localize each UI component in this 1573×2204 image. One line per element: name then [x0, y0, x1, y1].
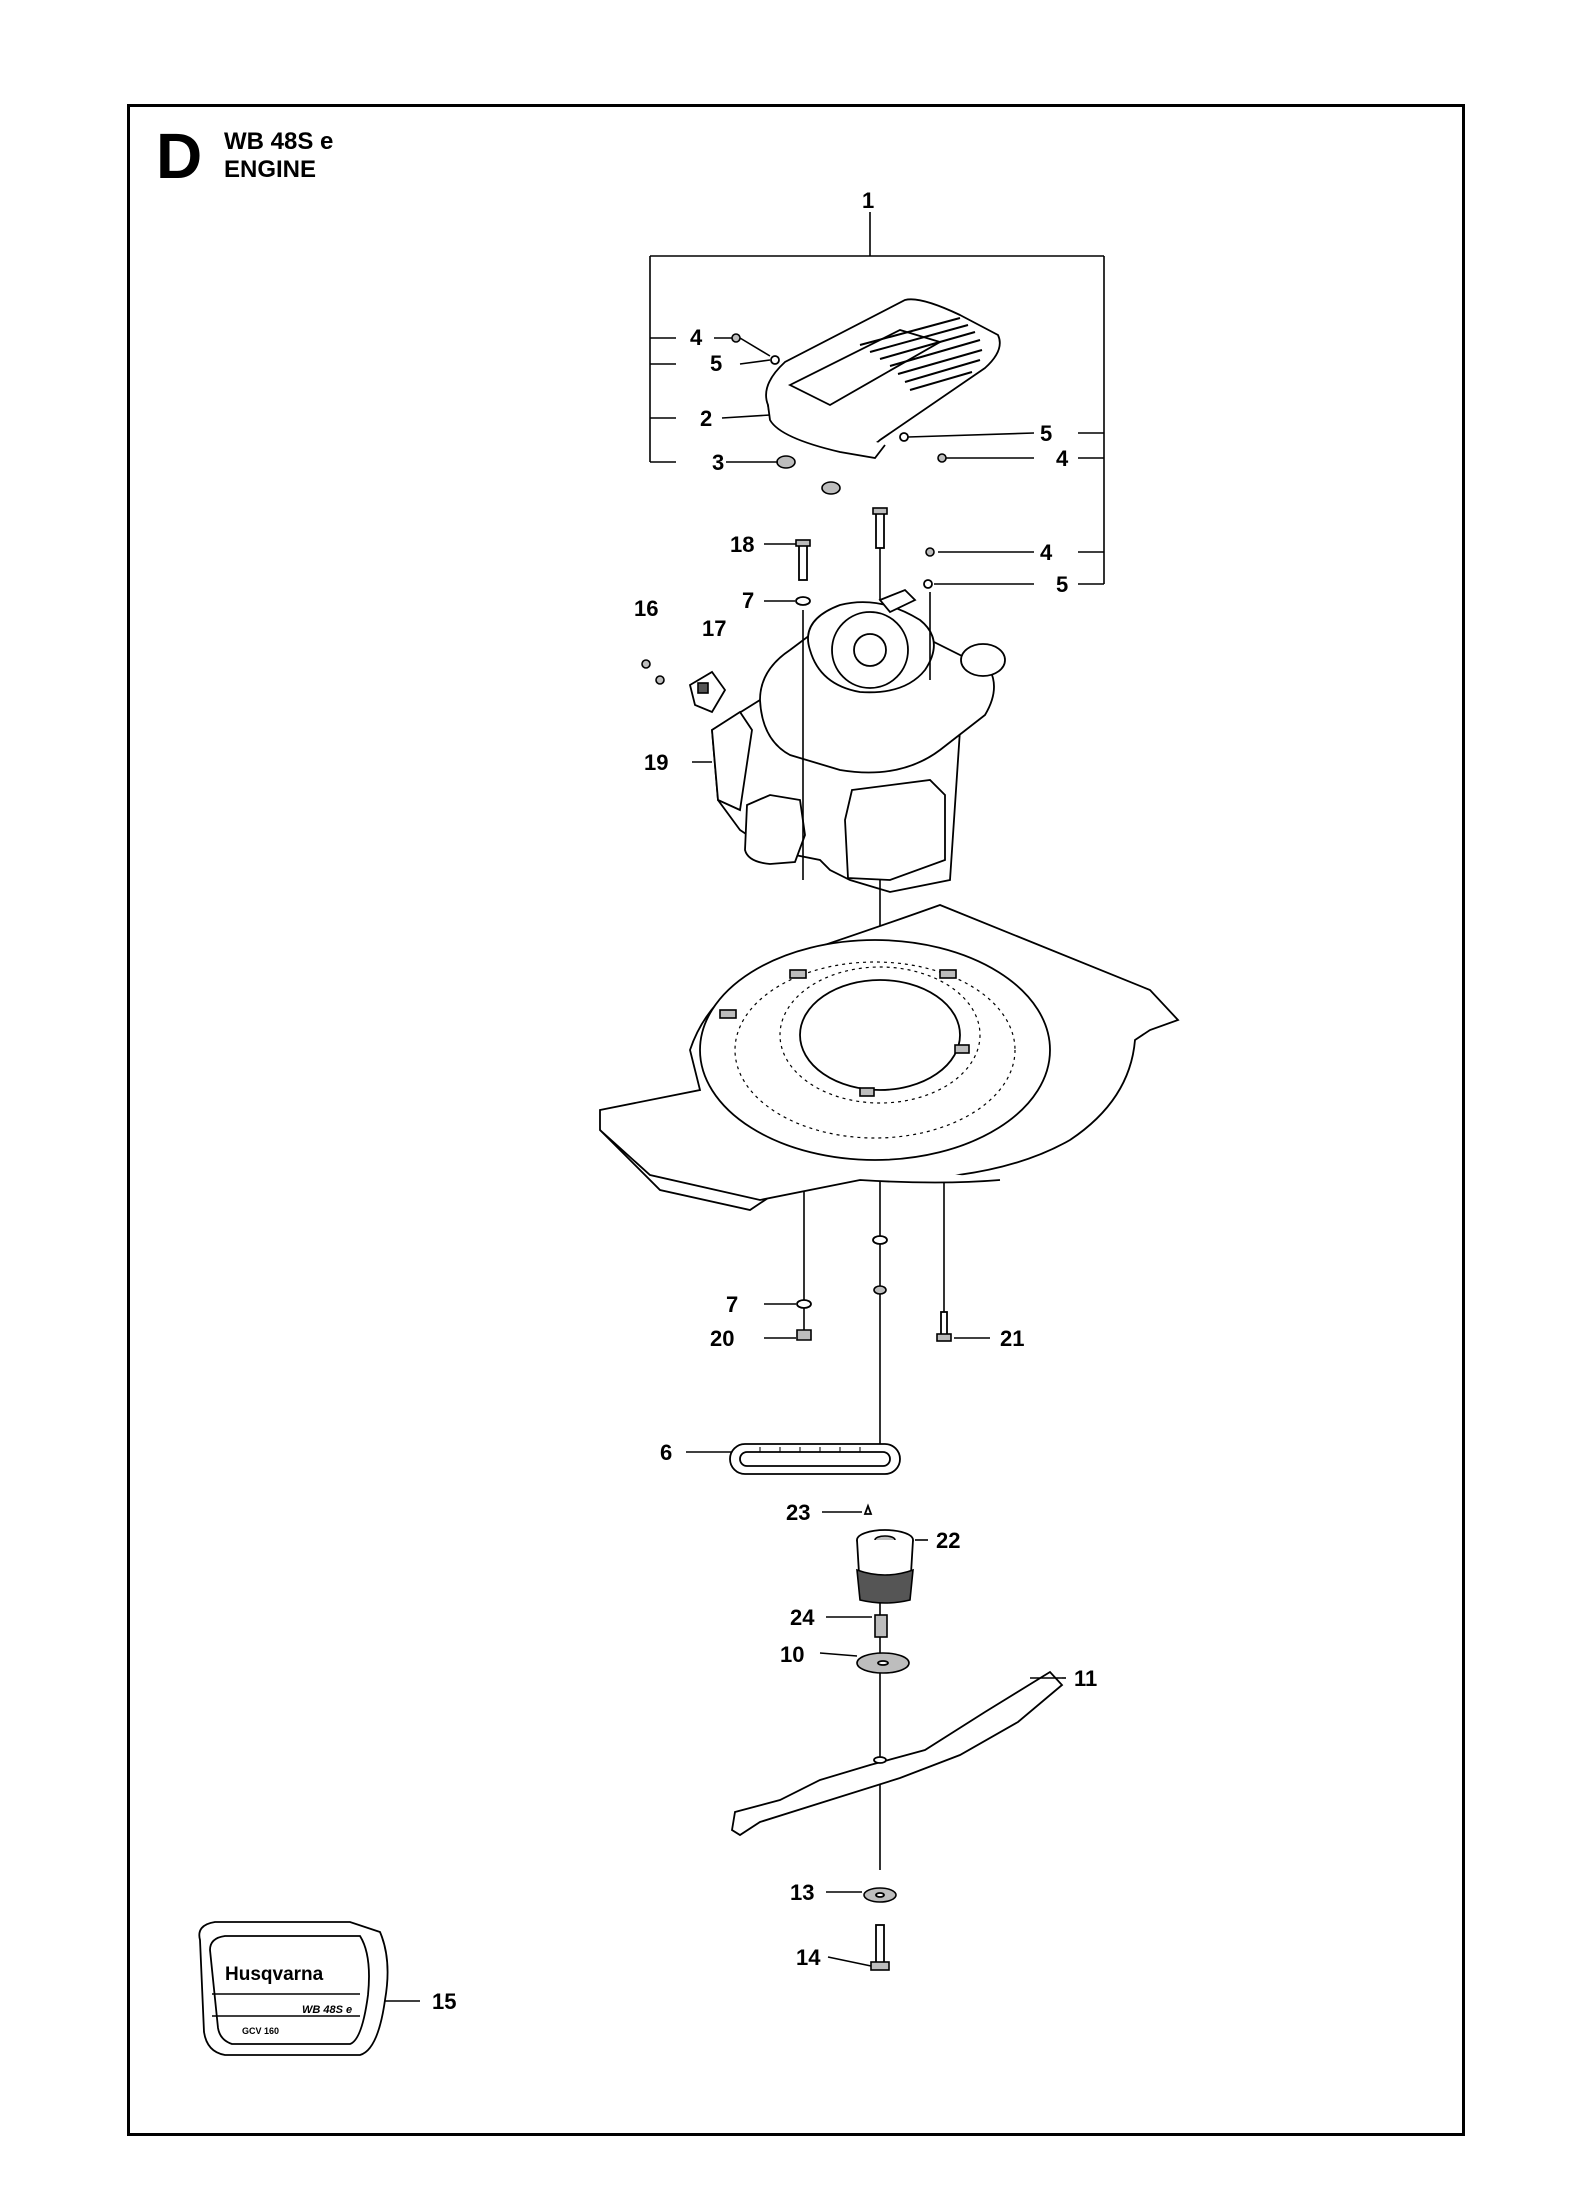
- pulley-part: [856, 1529, 914, 1604]
- callout-5: 5: [1056, 572, 1068, 597]
- callout-6: 6: [660, 1440, 672, 1465]
- callout-13: 13: [790, 1880, 814, 1905]
- callout-7: 7: [726, 1292, 738, 1317]
- callout-10: 10: [780, 1642, 804, 1667]
- woodruff-key-part: [863, 1503, 873, 1515]
- blade-washer-part: [856, 1652, 910, 1674]
- ignition-module-part: [641, 659, 727, 714]
- blade-bolt-part: [863, 1887, 897, 1971]
- callout-5: 5: [1040, 421, 1052, 446]
- callout-11: 11: [1074, 1666, 1097, 1691]
- decal-brand-text: Husqvarna: [225, 1964, 324, 1985]
- leader-lines: [385, 337, 1104, 2002]
- drive-belt-part: [729, 1443, 901, 1475]
- callout-7: 7: [742, 588, 754, 613]
- decal-engine-text: GCV 160: [242, 2026, 279, 2036]
- mower-deck-part: [599, 904, 1180, 1211]
- engine-cover-part: [765, 298, 1001, 459]
- callout-2: 2: [700, 406, 712, 431]
- callout-5: 5: [710, 351, 722, 376]
- callout-22: 22: [936, 1528, 960, 1553]
- callout-labels: 1 4 5 2 3 5 4 18 4 5 7 16 17 19 7 20 21 …: [432, 188, 1097, 2014]
- drawing-frame: [127, 104, 1465, 2136]
- callout-24: 24: [790, 1605, 815, 1630]
- engine-part: [711, 588, 1006, 893]
- callout-14: 14: [796, 1945, 821, 1970]
- callout-23: 23: [786, 1500, 810, 1525]
- cover-screws-part: [731, 333, 947, 589]
- model-name: WB 48S e: [224, 128, 334, 155]
- group-1-bracket: [649, 212, 1105, 584]
- section-title: ENGINE: [224, 156, 317, 183]
- blade-part: [731, 1670, 1064, 1837]
- callout-1: 1: [862, 188, 874, 213]
- callout-21: 21: [1000, 1326, 1024, 1351]
- callout-4: 4: [1056, 446, 1069, 471]
- spacer-part: [874, 1614, 888, 1638]
- callout-4: 4: [690, 325, 703, 350]
- callout-16: 16: [634, 596, 658, 621]
- husqvarna-decal-part: Husqvarna WB 48S e GCV 160: [198, 1921, 389, 2056]
- callout-20: 20: [710, 1326, 734, 1351]
- deck-fasteners-part: [796, 1235, 952, 1342]
- callout-15: 15: [432, 1989, 456, 2014]
- section-letter: D: [156, 120, 203, 192]
- callout-17: 17: [702, 616, 726, 641]
- cover-nut-part: [776, 455, 841, 495]
- callout-18: 18: [730, 532, 754, 557]
- callout-3: 3: [712, 450, 724, 475]
- decal-model-text: WB 48S e: [302, 2004, 352, 2016]
- callout-19: 19: [644, 750, 668, 775]
- callout-4: 4: [1040, 540, 1053, 565]
- engine-bolt-part: [795, 507, 888, 606]
